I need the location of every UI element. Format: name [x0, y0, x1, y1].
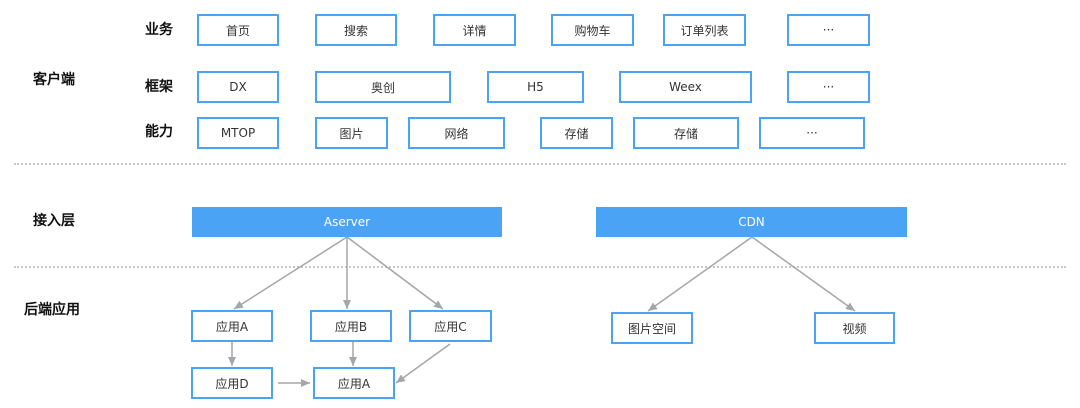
business-box-home: 首页 [197, 14, 279, 46]
capability-box-network: 网络 [408, 117, 505, 149]
divider-access-backend [14, 266, 1066, 268]
backend-box-app-a2: 应用A [313, 367, 395, 399]
business-box-more: ··· [787, 14, 870, 46]
capability-box-image: 图片 [315, 117, 388, 149]
business-box-search: 搜索 [315, 14, 397, 46]
backend-box-app-c: 应用C [409, 310, 492, 342]
framework-box-h5: H5 [487, 71, 584, 103]
arrow-aserver-to-app-a [233, 236, 348, 310]
arrow-cdn-to-image-space [647, 236, 753, 312]
row-label-business: 业务 [145, 22, 173, 38]
access-bar-aserver: Aserver [192, 207, 502, 237]
section-label-backend: 后端应用 [24, 302, 80, 318]
arrow-cdn-to-video [751, 236, 856, 312]
framework-box-dx: DX [197, 71, 279, 103]
backend-box-app-d: 应用D [191, 367, 273, 399]
framework-box-more: ··· [787, 71, 870, 103]
business-box-detail: 详情 [433, 14, 516, 46]
framework-box-aochuang: 奥创 [315, 71, 451, 103]
backend-box-video: 视频 [814, 312, 895, 344]
section-label-access: 接入层 [33, 213, 75, 229]
backend-box-app-b: 应用B [310, 310, 392, 342]
section-label-client: 客户端 [33, 72, 75, 88]
arrow-app-c-to-app-a2 [395, 343, 451, 384]
access-bar-cdn: CDN [596, 207, 907, 237]
capability-box-mtop: MTOP [197, 117, 279, 149]
capability-box-storage-2: 存储 [633, 117, 739, 149]
divider-client-access [14, 163, 1066, 165]
business-box-cart: 购物车 [551, 14, 634, 46]
business-box-order-list: 订单列表 [663, 14, 746, 46]
capability-box-storage-1: 存储 [540, 117, 613, 149]
backend-box-image-space: 图片空间 [611, 312, 693, 344]
backend-box-app-a: 应用A [191, 310, 273, 342]
capability-box-more: ··· [759, 117, 865, 149]
row-label-framework: 框架 [145, 79, 173, 95]
framework-box-weex: Weex [619, 71, 752, 103]
arrow-aserver-to-app-c [346, 236, 444, 310]
row-label-capability: 能力 [145, 124, 173, 140]
